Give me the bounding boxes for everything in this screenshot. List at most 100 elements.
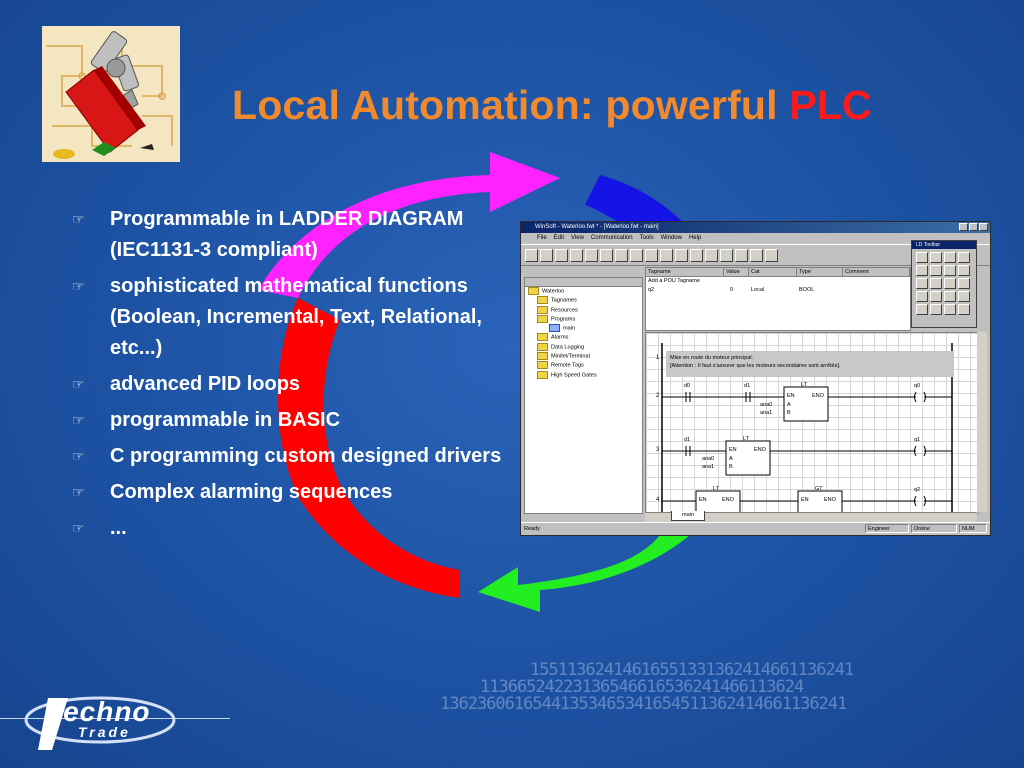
folder-icon	[537, 305, 548, 314]
tree-node: Resources	[525, 305, 642, 315]
tool-icon	[944, 304, 956, 315]
logo-swoosh-icon	[24, 696, 176, 750]
green-arrow	[478, 535, 690, 612]
tool-icon	[916, 291, 928, 302]
block-label: LT	[743, 436, 750, 442]
pointing-hand-icon: ☞	[72, 484, 85, 500]
pointing-hand-icon: ☞	[72, 448, 85, 464]
rung-number: 4	[656, 497, 660, 503]
coil-label: q1	[914, 437, 921, 443]
plc-software-screenshot: WinSoft - Waterloo.fwt * - [Waterloo.fwt…	[520, 221, 991, 536]
block-icon	[705, 248, 718, 262]
tool-icon	[958, 278, 970, 289]
bullet-item: ☞...	[70, 513, 510, 544]
tree-node: Programs	[525, 314, 642, 324]
footer-rule	[0, 718, 230, 719]
maximize-icon	[969, 223, 978, 231]
block-label: LT	[801, 382, 808, 388]
tool-icon	[958, 291, 970, 302]
sheet-tab-main: main	[671, 511, 705, 521]
col-value: Value	[724, 268, 749, 276]
screenshot-toolbar	[521, 244, 990, 266]
horizontal-scrollbar	[645, 512, 977, 522]
contact-icon	[675, 248, 688, 262]
minimize-icon	[959, 223, 968, 231]
window-buttons	[959, 223, 988, 231]
tool-icon	[930, 278, 942, 289]
techno-trade-logo: Techno Trade	[18, 690, 178, 756]
contact-label: d1	[744, 383, 751, 389]
grid-icon	[660, 248, 673, 262]
folder-icon	[537, 352, 548, 361]
bullet-text: ...	[110, 517, 127, 539]
block-label: LT	[713, 486, 720, 492]
table-row: Add a POU Tagname	[648, 278, 700, 284]
menu-tools: Tools	[639, 235, 654, 241]
folder-icon	[528, 287, 539, 295]
menu-communication: Communication	[590, 235, 633, 241]
tool-icon	[958, 304, 970, 315]
status-mode: Engineer	[865, 524, 909, 533]
col-comment: Comment	[843, 268, 910, 276]
tag-table-header: Tagname Value Cat Type Comment	[646, 268, 910, 277]
bullet-text: Complex alarming sequences	[110, 481, 393, 503]
tool-icon	[944, 252, 956, 263]
project-tree: Waterloo Tagnames Resources Programs mai…	[524, 277, 643, 514]
run-icon	[735, 248, 748, 262]
copy-icon	[585, 248, 598, 262]
tool-icon	[916, 304, 928, 315]
tag-table: Tagname Value Cat Type Comment Add a POU…	[645, 267, 911, 331]
tool-icon	[930, 265, 942, 276]
tool-icon	[944, 278, 956, 289]
tool-icon	[930, 252, 942, 263]
status-ready: Ready	[524, 526, 540, 532]
tree-node: Waterloo	[525, 287, 642, 296]
block-label: GT	[815, 486, 823, 492]
paste-icon	[600, 248, 613, 262]
bullet-item: ☞Programmable in LADDER DIAGRAM (IEC1131…	[70, 204, 510, 266]
tool-icon	[916, 252, 928, 263]
ladder-diagram-editor: Mise en route du moteur principal. [Atte…	[645, 332, 979, 514]
menu-window: Window	[660, 235, 682, 241]
tool-icon	[916, 265, 928, 276]
compile-icon	[720, 248, 733, 262]
undo-icon	[615, 248, 628, 262]
folder-icon	[537, 370, 548, 379]
rung-number: 2	[656, 393, 660, 399]
ladder-rungs-graphic	[661, 343, 953, 513]
program-icon	[549, 324, 560, 333]
coil-icon	[690, 248, 703, 262]
col-tagname: Tagname	[646, 268, 724, 276]
folder-icon	[537, 333, 548, 342]
tool-icon	[916, 278, 928, 289]
robot-arm-clipart	[42, 26, 180, 162]
print-icon	[630, 248, 643, 262]
bullet-item: ☞ Complex alarming sequences	[70, 477, 510, 508]
rung-number: 3	[656, 447, 660, 453]
tree-node: Data Logging	[525, 342, 642, 352]
rung-number: 1	[656, 355, 660, 361]
logo-techno: Techno	[46, 696, 151, 727]
bullet-text: C programming custom designed drivers	[110, 445, 502, 467]
menu-edit: Edit	[553, 235, 565, 241]
open-icon	[540, 248, 553, 262]
help-icon	[765, 248, 778, 262]
folder-icon	[537, 296, 548, 305]
menu-help: Help	[688, 235, 702, 241]
table-row: q2 0 Local BOOL	[648, 287, 815, 293]
red-arrow	[278, 298, 460, 598]
bullet-item: ☞sophisticated mathematical functions (B…	[70, 271, 510, 364]
close-icon	[979, 223, 988, 231]
title-accent: PLC	[789, 82, 872, 128]
logo-trade: Trade	[78, 724, 131, 740]
new-icon	[525, 248, 538, 262]
window-title: WinSoft - Waterloo.fwt * - [Waterloo.fwt…	[535, 224, 659, 230]
tool-icon	[944, 291, 956, 302]
bullet-text: Programmable in LADDER DIAGRAM (IEC1131-…	[110, 208, 464, 261]
folder-icon	[537, 361, 548, 370]
cut-icon	[570, 248, 583, 262]
pointing-hand-icon: ☞	[72, 520, 85, 536]
screenshot-statusbar: Ready Engineer Online NUM	[521, 522, 990, 535]
save-icon	[555, 248, 568, 262]
bullet-item: ☞advanced PID loops	[70, 369, 510, 400]
